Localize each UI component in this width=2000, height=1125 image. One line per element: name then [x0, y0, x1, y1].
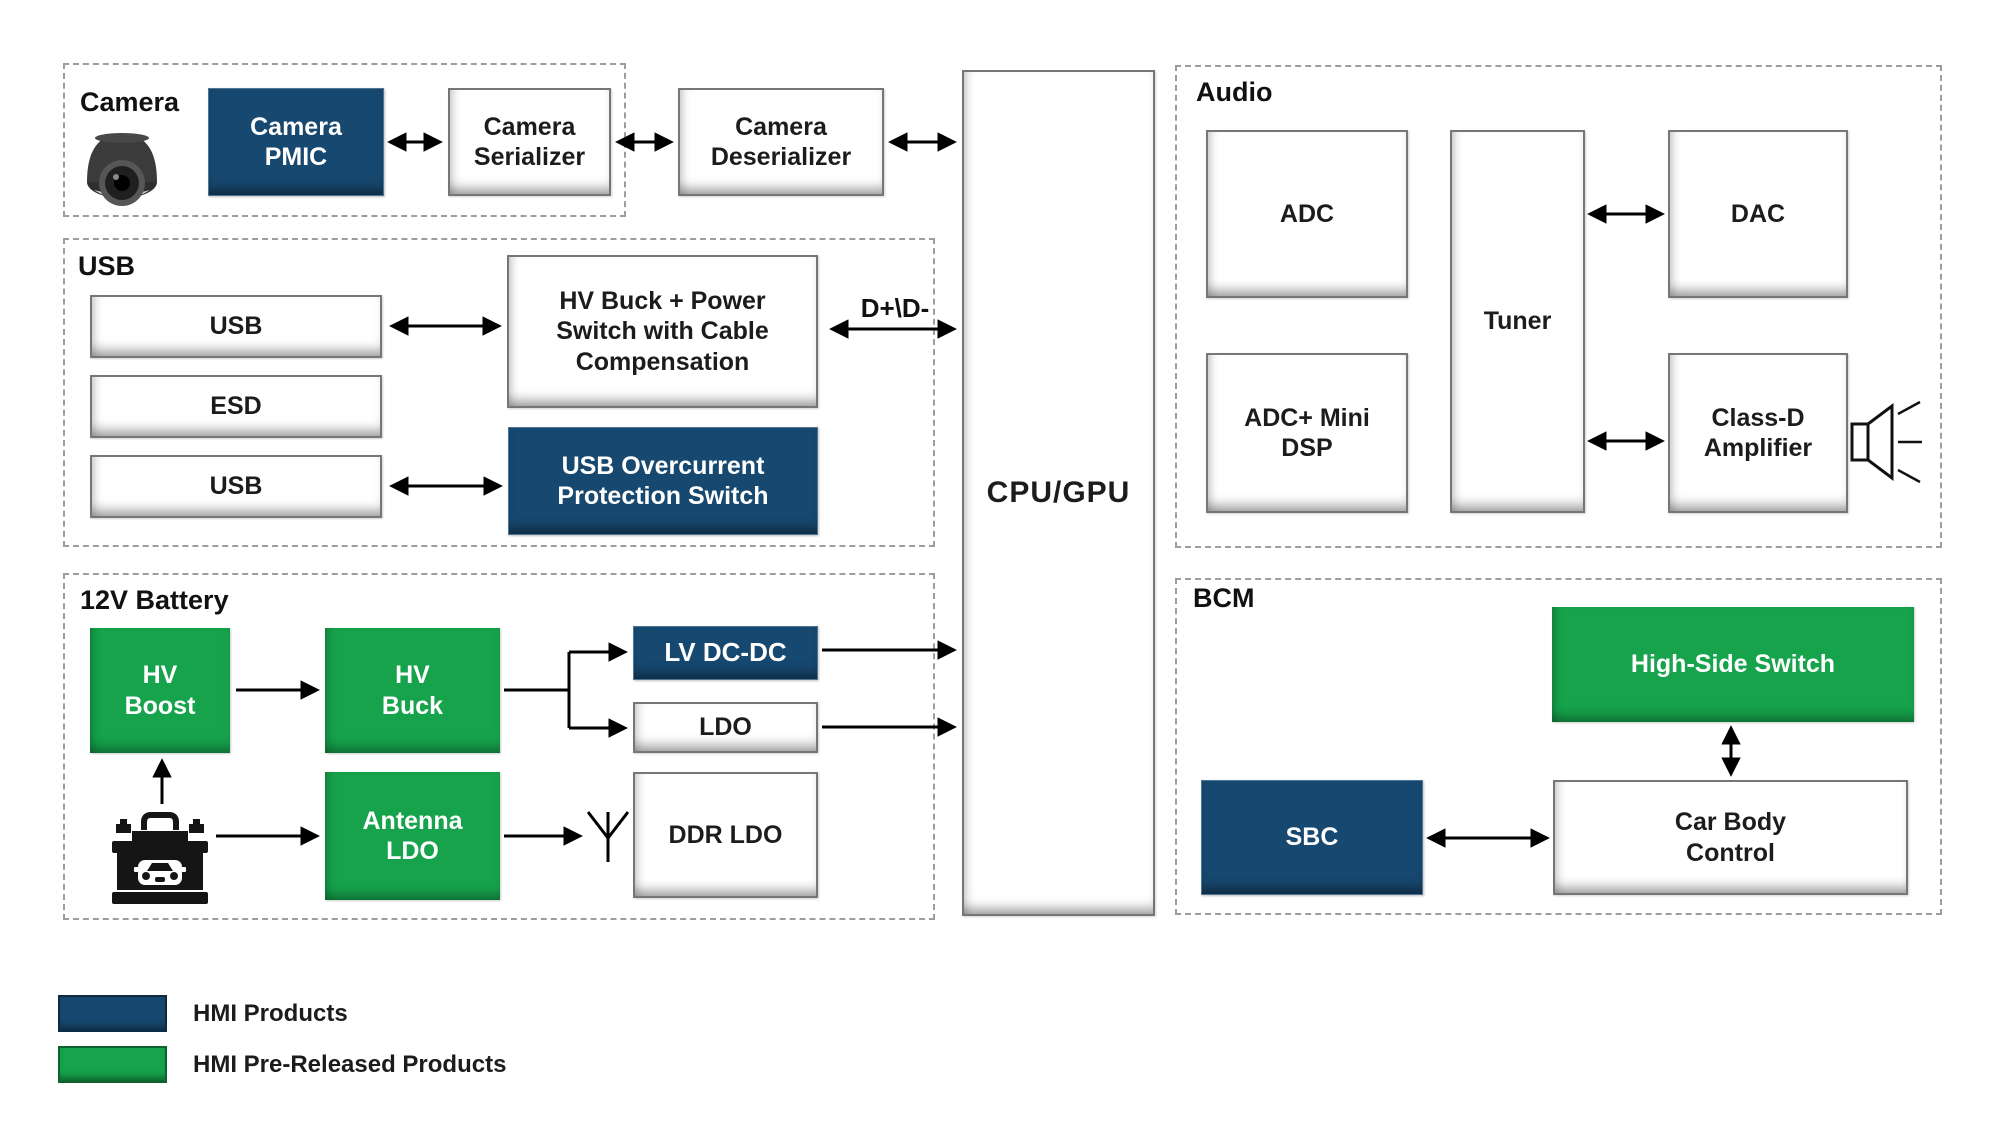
- section-title-camera: Camera: [80, 87, 180, 117]
- block-hv-boost: HV Boost: [90, 628, 230, 753]
- block-lv-dcdc: LV DC-DC: [633, 626, 818, 680]
- legend-label: HMI Pre-Released Products: [193, 1050, 507, 1078]
- block-high-side-switch: High-Side Switch: [1552, 607, 1914, 722]
- block-ddr-ldo: DDR LDO: [633, 772, 818, 898]
- legend-item-hmi: HMI Products: [58, 995, 506, 1032]
- block-antenna-ldo: Antenna LDO: [325, 772, 500, 900]
- block-usb-overcurrent-switch: USB Overcurrent Protection Switch: [508, 427, 818, 535]
- section-title-audio: Audio: [1196, 77, 1273, 107]
- block-camera-deserializer: Camera Deserializer: [678, 88, 884, 196]
- legend: HMI Products HMI Pre-Released Products: [58, 995, 506, 1083]
- block-camera-serializer: Camera Serializer: [448, 88, 611, 196]
- dpdm-label: D+\D-: [860, 293, 930, 323]
- legend-item-pre-released: HMI Pre-Released Products: [58, 1046, 506, 1083]
- block-sbc: SBC: [1201, 780, 1423, 895]
- section-bcm: [1175, 578, 1942, 915]
- legend-label: HMI Products: [193, 999, 348, 1027]
- block-cpu-gpu: CPU/GPU: [962, 70, 1155, 916]
- block-usb-2: USB: [90, 455, 382, 518]
- block-class-d-amplifier: Class-D Amplifier: [1668, 353, 1848, 513]
- section-audio: [1175, 65, 1942, 548]
- block-usb-1: USB: [90, 295, 382, 358]
- block-tuner: Tuner: [1450, 130, 1585, 513]
- section-12v-battery: [63, 573, 935, 920]
- block-camera-pmic: Camera PMIC: [208, 88, 384, 196]
- legend-swatch-hmi-green: [58, 1046, 167, 1083]
- block-adc-mini-dsp: ADC+ Mini DSP: [1206, 353, 1408, 513]
- block-hv-buck: HV Buck: [325, 628, 500, 753]
- legend-swatch-hmi-blue: [58, 995, 167, 1032]
- block-ldo: LDO: [633, 702, 818, 753]
- section-title-battery: 12V Battery: [80, 585, 229, 615]
- section-title-usb: USB: [78, 251, 136, 281]
- block-dac: DAC: [1668, 130, 1848, 298]
- block-esd: ESD: [90, 375, 382, 438]
- block-adc: ADC: [1206, 130, 1408, 298]
- block-car-body-control: Car Body Control: [1553, 780, 1908, 895]
- section-usb: [63, 238, 935, 547]
- section-title-bcm: BCM: [1193, 583, 1255, 613]
- block-hv-buck-power-switch: HV Buck + Power Switch with Cable Compen…: [507, 255, 818, 408]
